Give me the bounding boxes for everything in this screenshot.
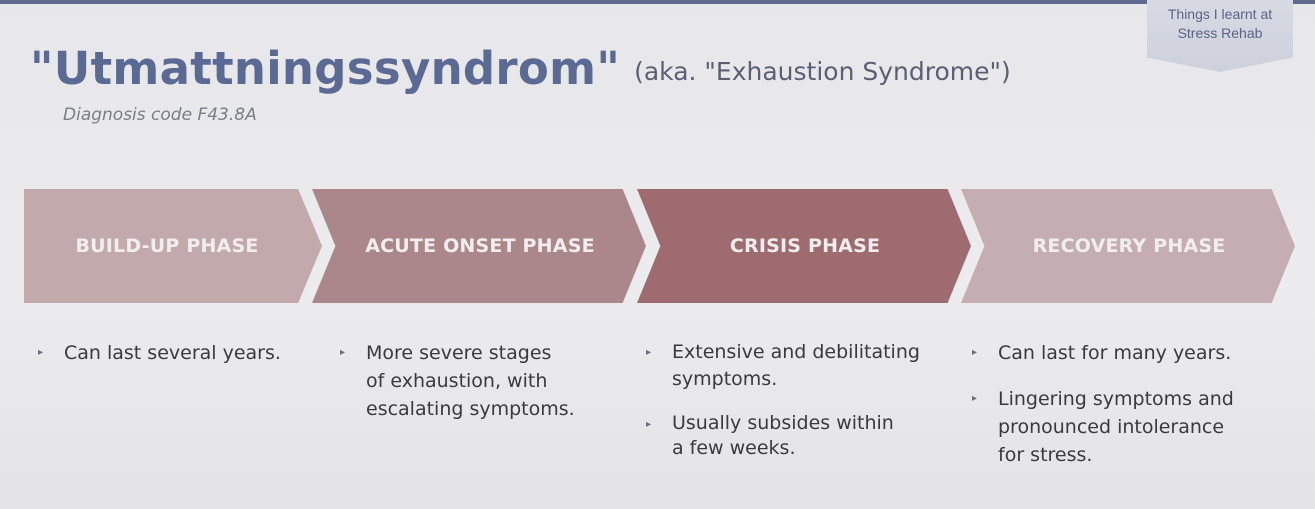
list-item: ▸ Can last for many years. bbox=[972, 339, 1262, 367]
phase-label: RECOVERY PHASE bbox=[1032, 235, 1226, 257]
phase-chevron-recovery: RECOVERY PHASE bbox=[961, 189, 1295, 303]
bullet-text: Usually subsides within a few weeks. bbox=[672, 412, 894, 459]
bullet-arrow-icon: ▸ bbox=[646, 347, 652, 358]
phase-notes-acute-onset: ▸ More severe stages of exhaustion, with… bbox=[340, 339, 630, 441]
page-subtitle: (aka. "Exhaustion Syndrome") bbox=[634, 57, 1011, 86]
bullet-text: Can last for many years. bbox=[998, 342, 1232, 364]
top-accent-line bbox=[0, 0, 1315, 4]
bullet-arrow-icon: ▸ bbox=[38, 347, 44, 358]
bullet-arrow-icon: ▸ bbox=[972, 347, 978, 358]
list-item: ▸ Extensive and debilitating symptoms. bbox=[646, 339, 936, 393]
phase-label: BUILD-UP PHASE bbox=[75, 235, 259, 257]
phase-notes-build-up: ▸ Can last several years. bbox=[38, 339, 328, 385]
list-item: ▸ Lingering symptoms and pronounced into… bbox=[972, 385, 1262, 469]
bullet-arrow-icon: ▸ bbox=[646, 419, 652, 430]
phase-chevron-acute-onset: ACUTE ONSET PHASE bbox=[312, 189, 646, 303]
phase-label: ACUTE ONSET PHASE bbox=[365, 235, 595, 257]
list-item: ▸ Can last several years. bbox=[38, 339, 328, 367]
page-title: "Utmattningssyndrom" bbox=[30, 42, 621, 95]
list-item: ▸ More severe stages of exhaustion, with… bbox=[340, 339, 630, 423]
phase-notes-recovery: ▸ Can last for many years. ▸ Lingering s… bbox=[972, 339, 1262, 487]
bullet-text: More severe stages of exhaustion, with e… bbox=[366, 342, 575, 420]
bullet-text: Extensive and debilitating symptoms. bbox=[672, 341, 920, 390]
bullet-arrow-icon: ▸ bbox=[340, 347, 346, 358]
phase-chevron-crisis: CRISIS PHASE bbox=[637, 189, 971, 303]
bullet-arrow-icon: ▸ bbox=[972, 393, 978, 404]
ribbon-text: Things I learnt at Stress Rehab bbox=[1167, 6, 1273, 41]
title-row: "Utmattningssyndrom" (aka. "Exhaustion Sy… bbox=[30, 42, 1011, 95]
diagnosis-code: Diagnosis code F43.8A bbox=[63, 105, 257, 125]
bullet-text: Lingering symptoms and pronounced intole… bbox=[998, 388, 1234, 466]
phase-chevron-build-up: BUILD-UP PHASE bbox=[24, 189, 322, 303]
corner-ribbon: Things I learnt at Stress Rehab bbox=[1147, 0, 1293, 72]
bullet-text: Can last several years. bbox=[64, 342, 281, 364]
phase-label: CRISIS PHASE bbox=[729, 235, 881, 257]
phase-notes-crisis: ▸ Extensive and debilitating symptoms. ▸… bbox=[646, 339, 936, 479]
list-item: ▸ Usually subsides within a few weeks. bbox=[646, 411, 936, 461]
